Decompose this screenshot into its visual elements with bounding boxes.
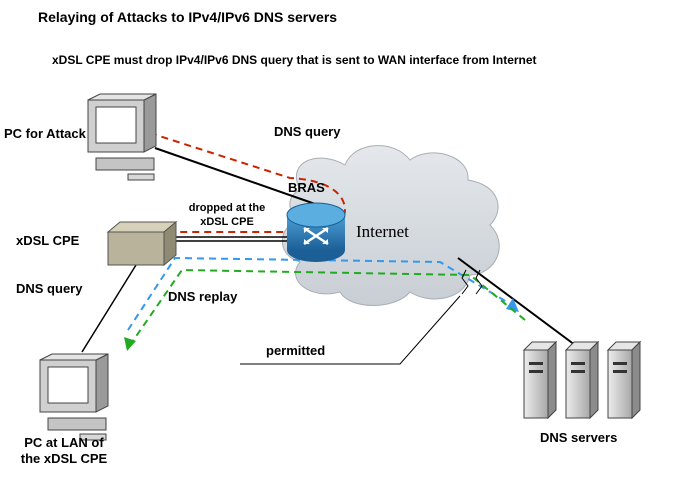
diagram-subtitle: xDSL CPE must drop IPv4/IPv6 DNS query t… (52, 53, 537, 67)
pc-lan-line-1: PC at LAN of (24, 435, 104, 450)
dropped-label: dropped at the xDSL CPE (174, 201, 280, 229)
pc-lan-line-2: the xDSL CPE (20, 451, 108, 466)
pc-lan-label: PC at LAN of the xDSL CPE (0, 435, 128, 467)
permitted-bracket (461, 269, 483, 295)
server-icon (564, 340, 600, 420)
diagram-title: Relaying of Attacks to IPv4/IPv6 DNS ser… (38, 9, 338, 25)
dropped-line-1: dropped at the (188, 202, 266, 214)
replay-path (124, 268, 526, 351)
dns-query-left-label: DNS query (16, 281, 83, 296)
dns-query-top-label: DNS query (274, 124, 341, 139)
modem-icon (106, 220, 178, 267)
bras-label: BRAS (288, 180, 325, 195)
computer-icon (39, 353, 109, 441)
internet-label: Internet (356, 222, 409, 241)
network-links (81, 147, 576, 365)
pc-attack-label: PC for Attack (4, 126, 86, 141)
server-icon (522, 340, 558, 420)
xdsl-cpe-label: xDSL CPE (16, 233, 80, 248)
server-icon (606, 340, 642, 420)
router-icon (286, 202, 346, 262)
dropped-line-2: xDSL CPE (200, 216, 254, 228)
computer-icon (87, 93, 157, 181)
dns-servers-label: DNS servers (540, 430, 618, 445)
dns-replay-label: DNS replay (168, 289, 238, 304)
permitted-label: permitted (266, 343, 326, 358)
